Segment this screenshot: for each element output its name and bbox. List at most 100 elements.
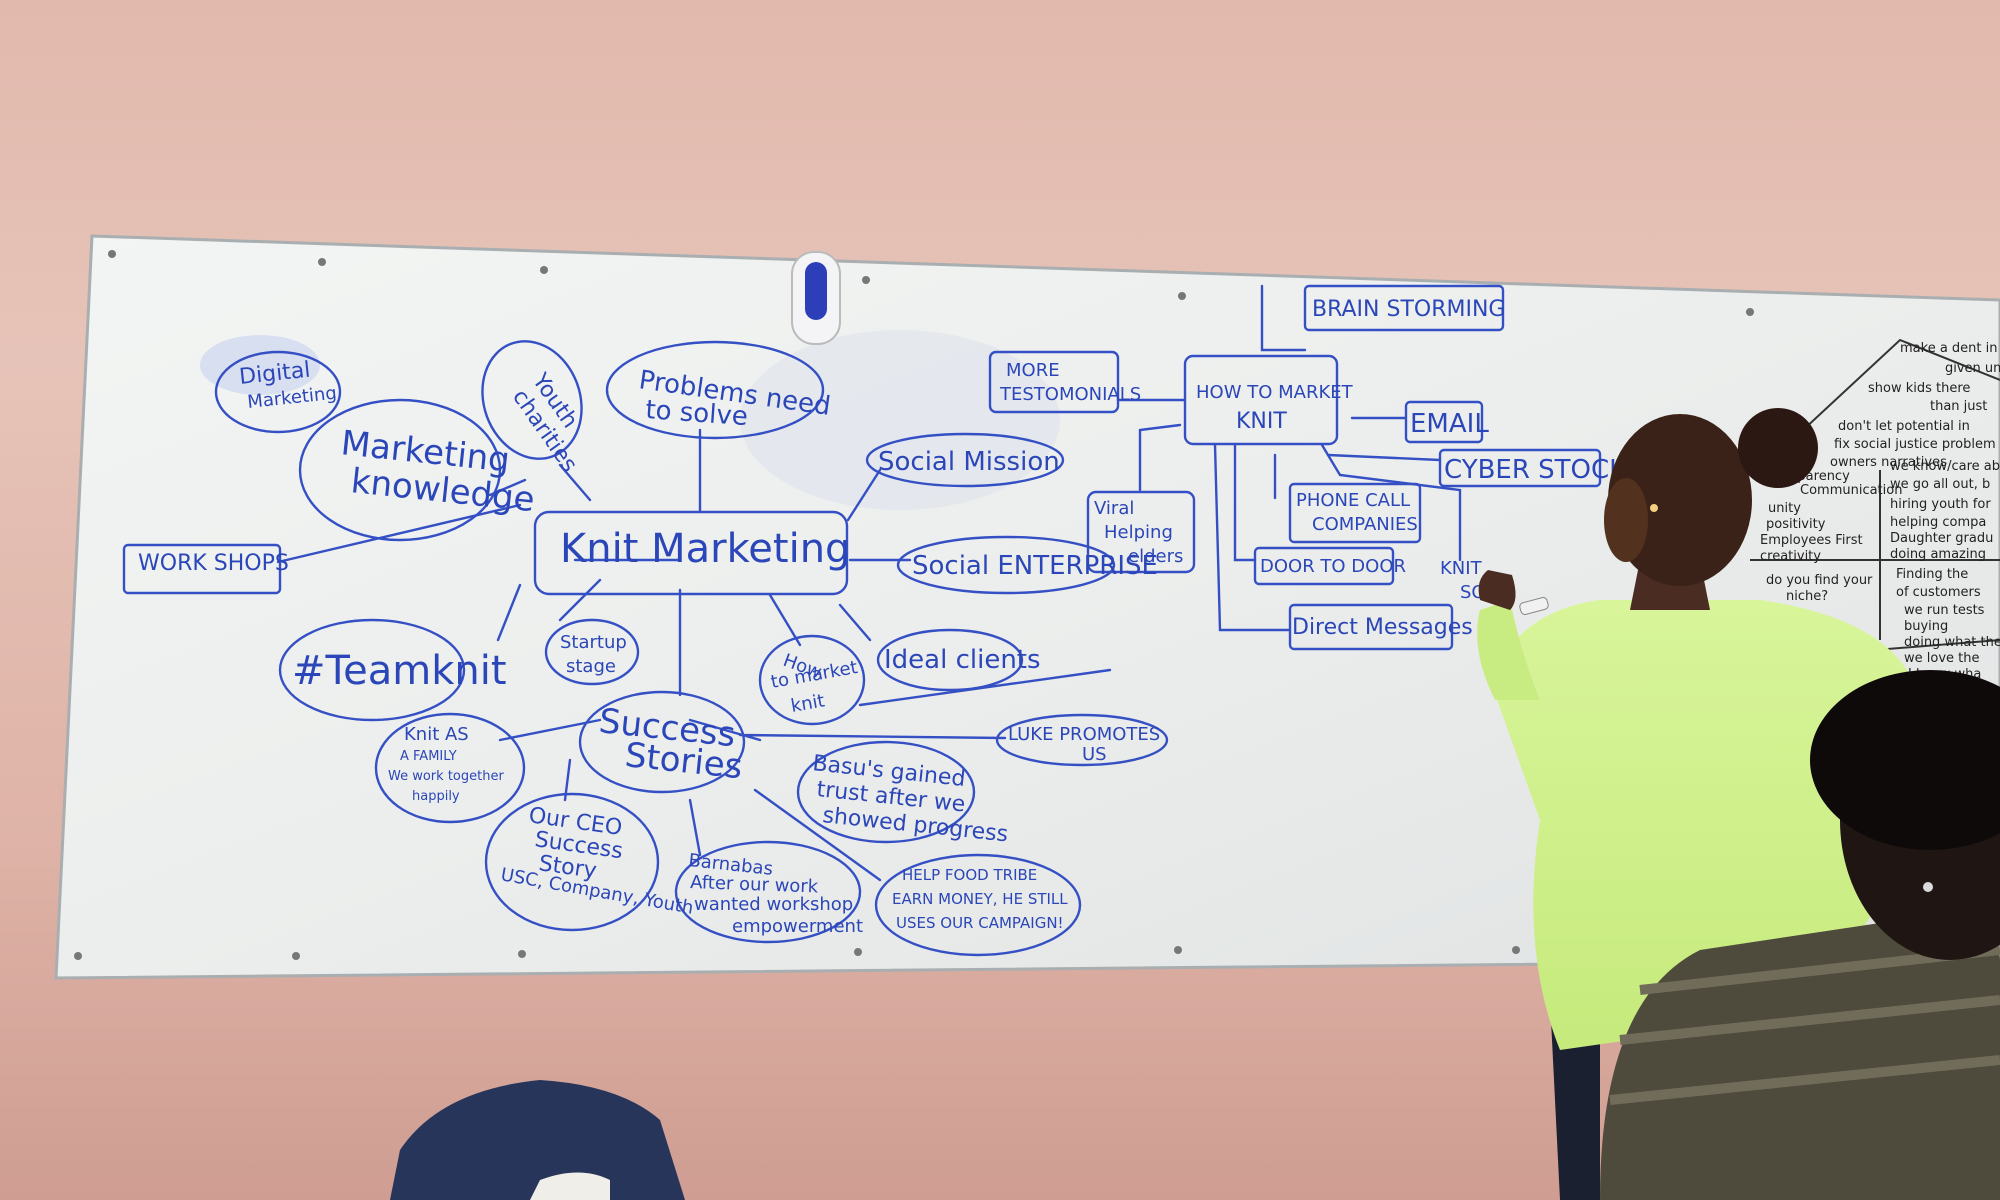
node-youth-charities	[481, 340, 583, 460]
marker	[1519, 596, 1549, 616]
label-viral-3: elders	[1128, 546, 1183, 567]
note-br-4: buying	[1904, 619, 1948, 634]
label-startup-1: Startup	[560, 632, 627, 653]
label-knit-marketing: Knit Marketing	[560, 526, 850, 572]
note-bl-2: niche?	[1786, 589, 1828, 604]
node-email	[1404, 400, 1484, 444]
node-how-to-market-caps	[1183, 354, 1339, 446]
node-door-to-door	[1253, 546, 1395, 586]
node-food-tribe	[874, 853, 1082, 957]
label-luke-1: LUKE PROMOTES	[1008, 724, 1160, 745]
label-door-to-door: DOOR TO DOOR	[1260, 556, 1406, 577]
node-success-stories	[578, 690, 746, 794]
label-work-shops: WORK SHOPS	[138, 551, 289, 576]
label-how-caps-2: KNIT	[1236, 409, 1287, 434]
person-seated	[1600, 670, 2000, 1200]
label-brain-storming: BRAIN STORMING	[1312, 297, 1505, 322]
label-food-tribe-2: EARN MONEY, HE STILL	[892, 890, 1068, 908]
node-startup-stage	[544, 618, 640, 686]
label-viral-1: Viral	[1094, 498, 1134, 519]
note-right-6: doing amazing	[1890, 547, 1986, 562]
node-direct-messages	[1288, 603, 1454, 651]
label-startup-2: stage	[566, 656, 616, 677]
note-top-2: given un	[1945, 361, 2000, 376]
note-left-5: creativity	[1760, 549, 1821, 564]
mindmap-nodes	[122, 284, 1602, 957]
node-phone-call	[1288, 482, 1422, 544]
label-problems-2: to solve	[645, 395, 749, 432]
label-cyber-stock: CYBER STOCK	[1444, 455, 1627, 485]
note-left-3: positivity	[1766, 517, 1826, 532]
label-ideal-clients: Ideal clients	[884, 645, 1041, 675]
label-barnabas-2: After our work	[690, 872, 819, 897]
label-food-tribe-3: USES OUR CAMPAIGN!	[896, 914, 1064, 932]
label-viral-2: Helping	[1104, 522, 1173, 543]
node-luke-promotes	[995, 713, 1169, 767]
label-phone-2: COMPANIES	[1312, 514, 1418, 535]
node-ideal-clients	[876, 628, 1024, 692]
label-social-mission: Social Mission	[878, 447, 1060, 477]
whiteboard	[54, 234, 2000, 980]
label-more-2: TESTOMONIALS	[999, 384, 1141, 405]
note-left-1: Communication	[1800, 483, 1902, 498]
mindmap-connectors	[276, 284, 1462, 882]
note-bl-1: do you find your	[1766, 573, 1873, 588]
label-food-tribe-1: HELP FOOD TRIBE	[902, 866, 1037, 884]
note-br-2: of customers	[1896, 585, 1981, 600]
node-knit-family	[374, 712, 526, 824]
note-top-5: don't let potential in	[1838, 419, 1970, 434]
label-email: EMAIL	[1410, 409, 1489, 439]
label-how-caps-1: HOW TO MARKET	[1196, 382, 1354, 403]
board-screws	[74, 250, 1754, 960]
note-top-3: show kids there	[1868, 381, 1970, 396]
board-smudge	[200, 335, 320, 395]
node-social-mission	[865, 432, 1065, 488]
node-marketing-knowledge	[298, 398, 502, 542]
node-ceo-story	[484, 792, 660, 932]
label-family-4: happily	[412, 789, 460, 804]
node-social-enterprise	[896, 535, 1116, 595]
chair-back	[390, 1080, 685, 1200]
note-right-2: we go all out, b	[1890, 477, 1990, 492]
label-more-1: MORE	[1006, 360, 1060, 381]
label-knit-soc-1: KNIT	[1440, 558, 1483, 579]
node-problems	[605, 340, 825, 440]
node-barnabas	[674, 840, 862, 944]
note-top-1: make a dent in	[1900, 341, 1998, 356]
note-top-4: than just	[1930, 399, 1987, 414]
node-more-testimonials	[988, 350, 1120, 414]
label-family-3: We work together	[388, 769, 504, 784]
note-br-3: we run tests	[1904, 603, 1985, 618]
note-br-6: we love the	[1904, 651, 1980, 666]
node-cyber-stock	[1438, 448, 1602, 488]
label-direct-messages: Direct Messages	[1292, 615, 1473, 640]
note-right-1: we know/care abo	[1890, 459, 2000, 474]
label-social-enterprise: Social ENTERPRISE	[912, 551, 1158, 581]
note-top-7: owners narratives	[1830, 455, 1947, 470]
node-work-shops	[122, 543, 282, 595]
node-brain-storming	[1303, 284, 1505, 332]
node-team-knit	[278, 618, 466, 722]
note-br-1: Finding the	[1896, 567, 1968, 582]
label-family-1: Knit AS	[404, 724, 469, 745]
note-right-4: helping compa	[1890, 515, 1986, 530]
node-how-to-market-knit	[758, 634, 866, 726]
node-digital-marketing	[214, 350, 342, 434]
node-knit-marketing	[533, 510, 849, 596]
note-right-3: hiring youth for	[1890, 497, 1991, 512]
label-barnabas-3: wanted workshop	[694, 894, 853, 915]
whiteboard-eraser[interactable]	[791, 251, 841, 345]
node-basus	[796, 740, 976, 844]
side-notes: make a dent in given un show kids there …	[1749, 338, 2000, 682]
label-team-knit: #Teamknit	[292, 648, 507, 694]
label-family-2: A FAMILY	[400, 749, 457, 764]
note-left-4: Employees First	[1760, 533, 1863, 548]
label-luke-2: US	[1082, 744, 1107, 765]
node-viral	[1086, 490, 1196, 574]
note-right-5: Daughter gradu	[1890, 531, 1993, 546]
label-barnabas-4: empowerment	[732, 916, 863, 937]
note-top-6: fix social justice problem	[1834, 437, 1996, 452]
board-smudge	[740, 330, 1060, 510]
label-phone-1: PHONE CALL	[1296, 490, 1410, 511]
